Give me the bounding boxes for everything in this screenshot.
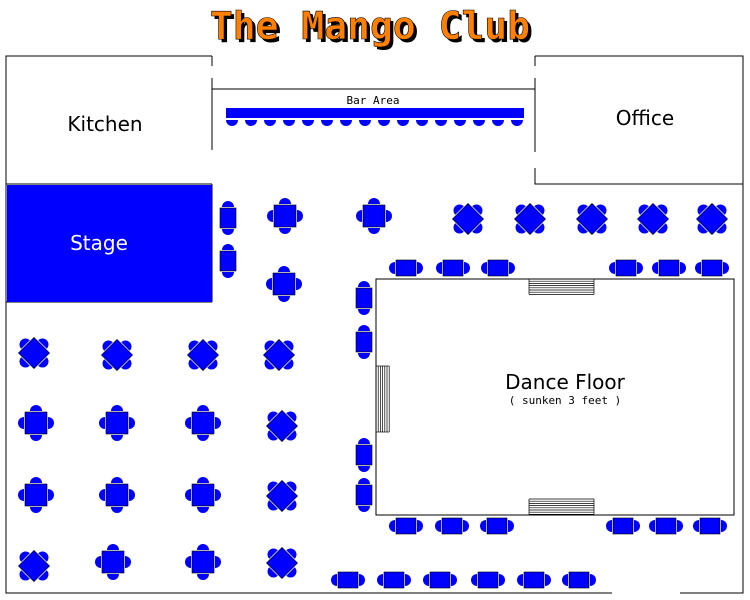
outer-wall-left bbox=[5, 55, 612, 594]
two-seat-table bbox=[355, 325, 373, 359]
two-seat-table bbox=[436, 259, 470, 277]
four-seat-table-diagonal bbox=[266, 547, 298, 579]
stage-area bbox=[7, 185, 212, 302]
two-seat-table bbox=[480, 517, 514, 535]
stage-label: Stage bbox=[70, 231, 128, 255]
four-seat-table-diagonal bbox=[266, 410, 298, 442]
bar-stools bbox=[226, 120, 523, 126]
dance-floor-label: Dance Floor bbox=[505, 370, 626, 394]
bar-stool bbox=[378, 120, 390, 126]
four-seat-table-diagonal bbox=[18, 550, 50, 582]
two-seat-table bbox=[693, 517, 727, 535]
two-seat-table bbox=[481, 259, 515, 277]
four-seat-table bbox=[356, 198, 392, 234]
bar-stool bbox=[454, 120, 466, 126]
bar-stool bbox=[340, 120, 352, 126]
four-seat-table-diagonal bbox=[576, 203, 608, 235]
bar-stool bbox=[264, 120, 276, 126]
bar-stool bbox=[435, 120, 447, 126]
bar-stool bbox=[492, 120, 504, 126]
two-seat-table bbox=[695, 259, 729, 277]
chairs bbox=[219, 201, 729, 589]
four-seat-table-diagonal bbox=[18, 337, 50, 369]
two-seat-table bbox=[219, 244, 237, 278]
two-seat-table bbox=[609, 259, 643, 277]
two-seat-table bbox=[649, 517, 683, 535]
two-seat-table bbox=[606, 517, 640, 535]
office-label: Office bbox=[616, 106, 674, 130]
kitchen-label: Kitchen bbox=[67, 112, 142, 136]
bar-stool bbox=[226, 120, 238, 126]
four-seat-table bbox=[99, 477, 135, 513]
bar-stool bbox=[283, 120, 295, 126]
four-seat-table-diagonal bbox=[263, 339, 295, 371]
two-seat-table bbox=[652, 259, 686, 277]
bar-stool bbox=[359, 120, 371, 126]
bar-stool bbox=[416, 120, 428, 126]
office-wall-bottom bbox=[534, 168, 743, 185]
steps-horizontal bbox=[528, 498, 595, 515]
four-seat-table-diagonal bbox=[637, 203, 669, 235]
four-seat-table-diagonal bbox=[452, 203, 484, 235]
two-seat-table bbox=[562, 571, 596, 589]
four-seat-table bbox=[99, 405, 135, 441]
two-seat-table bbox=[471, 571, 505, 589]
four-seat-table bbox=[185, 405, 221, 441]
outer-wall-right bbox=[535, 55, 744, 594]
two-seat-table bbox=[219, 201, 237, 235]
four-seat-table bbox=[18, 477, 54, 513]
four-seat-table-diagonal bbox=[514, 203, 546, 235]
club-title-shadow: The Mango Club bbox=[213, 7, 533, 51]
four-seat-table bbox=[95, 544, 131, 580]
bar-stool bbox=[302, 120, 314, 126]
four-seat-table bbox=[185, 544, 221, 580]
four-seat-table-diagonal bbox=[696, 203, 728, 235]
two-seat-table bbox=[389, 259, 423, 277]
two-seat-table bbox=[423, 571, 457, 589]
two-seat-table bbox=[435, 517, 469, 535]
steps-horizontal bbox=[528, 278, 595, 295]
four-seat-table bbox=[18, 405, 54, 441]
four-seat-table bbox=[266, 266, 302, 302]
four-seat-table-diagonal bbox=[101, 339, 133, 371]
two-seat-table bbox=[355, 281, 373, 315]
steps-vertical bbox=[375, 365, 390, 433]
club-title: The Mango Club The Mango Club bbox=[210, 4, 534, 51]
tables bbox=[18, 198, 728, 582]
dance-floor-note: ( sunken 3 feet ) bbox=[509, 394, 622, 407]
four-seat-table bbox=[185, 477, 221, 513]
dance-floor-steps bbox=[375, 278, 595, 515]
two-seat-table bbox=[331, 571, 365, 589]
bar-area-label: Bar Area bbox=[347, 94, 400, 107]
two-seat-table bbox=[355, 438, 373, 472]
bar-stool bbox=[511, 120, 523, 126]
bar-stool bbox=[321, 120, 333, 126]
two-seat-table bbox=[517, 571, 551, 589]
two-seat-table bbox=[389, 517, 423, 535]
two-seat-table bbox=[355, 478, 373, 512]
four-seat-table-diagonal bbox=[266, 480, 298, 512]
four-seat-table bbox=[267, 198, 303, 234]
bar-counter bbox=[226, 108, 524, 118]
four-seat-table-diagonal bbox=[187, 339, 219, 371]
bar-stool bbox=[397, 120, 409, 126]
club-title-text: The Mango Club bbox=[210, 4, 530, 48]
two-seat-table bbox=[377, 571, 411, 589]
bar-stool bbox=[473, 120, 485, 126]
bar-stool bbox=[245, 120, 257, 126]
